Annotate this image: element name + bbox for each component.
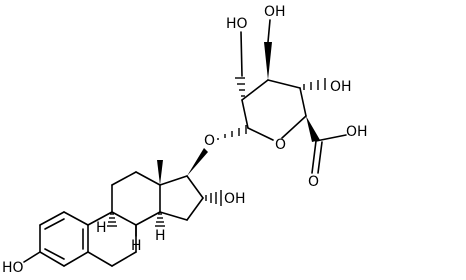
a-ring-hydroxyl: HO [2,251,41,276]
ring-d [159,175,204,221]
carboxyl-oh-label: OH [346,124,368,140]
oh-sugar-right-label: OH [330,79,352,95]
h-c14-label: H [155,228,166,244]
sugar-ring [217,79,307,141]
glycosidic-oxygen-label: O [204,133,215,149]
ring-c [111,171,161,226]
ring-b [87,211,137,267]
h-c8-label: H [131,238,142,254]
oh-d-ring-label: OH [224,191,246,207]
sugar-hydroxyls: HO OH OH [226,4,352,97]
carboxylic-acid: OH O [306,116,368,190]
h-c9-label: H [96,220,107,236]
c17-o-wedge [187,148,208,176]
h-c9-hash: H [96,213,117,236]
oh-a-ring-label: HO [2,260,24,276]
h-c14-hash: H [155,213,166,244]
methyl-wedge [157,160,163,185]
oh-sugar-top-left-label: HO [226,16,248,32]
oh-sugar-top-right-label: OH [264,4,286,20]
h-c8: H [131,224,142,254]
ring-oxygen-label: O [275,137,286,153]
c16-hydroxyl: OH [205,190,246,207]
ring-a [39,211,89,267]
carboxyl-o-label: O [308,174,319,190]
